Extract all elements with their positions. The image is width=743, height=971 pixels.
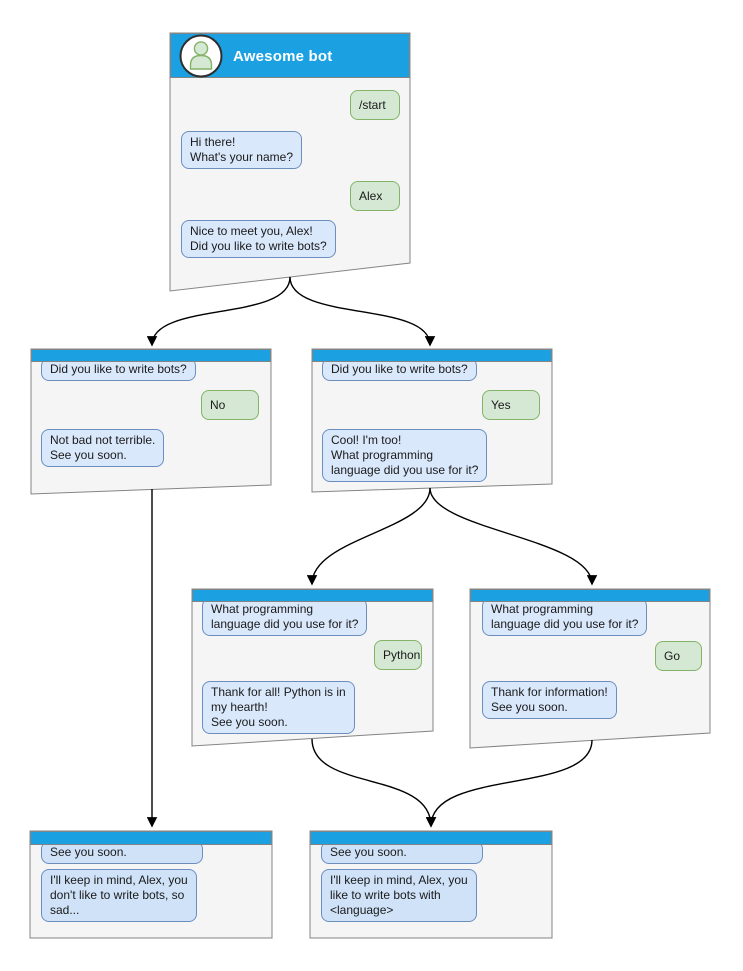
titlebar-start: Awesome bot [170, 33, 410, 78]
user-message-bubble: Go [655, 641, 702, 671]
bot-message-bubble: Nice to meet you, Alex! Did you like to … [181, 220, 336, 258]
bot-message-bubble: Did you like to write bots? [322, 358, 477, 381]
titlebar-branch-go [470, 589, 710, 602]
bot-message-bubble: See you soon. [41, 841, 203, 864]
user-message-bubble: Python [374, 640, 422, 670]
bot-avatar-icon [179, 34, 223, 78]
user-message-bubble: /start [350, 90, 400, 120]
titlebar-end-yes [310, 831, 552, 845]
bot-message-bubble: Not bad not terrible. See you soon. [41, 429, 165, 467]
connector-start-to-yes [289, 276, 436, 347]
titlebar-branch-python [192, 589, 433, 602]
titlebar-end-no [30, 831, 272, 845]
connector-python-to-end [311, 738, 437, 828]
user-message-bubble: No [201, 390, 259, 420]
connector-yes-to-go [429, 487, 598, 586]
connector-start-to-no [146, 276, 291, 347]
user-message-bubble: Alex [350, 181, 400, 211]
bot-message-bubble: Did you like to write bots? [41, 358, 196, 381]
bot-message-bubble: Hi there! What's your name? [181, 131, 303, 169]
window-title: Awesome bot [233, 48, 333, 65]
bot-message-bubble: What programming language did you use fo… [202, 598, 368, 636]
titlebar-branch-yes [312, 349, 552, 362]
connector-go-to-end [425, 739, 593, 828]
bot-message-bubble: I'll keep in mind, Alex, you like to wri… [321, 869, 477, 922]
bot-message-bubble: What programming language did you use fo… [482, 598, 648, 636]
bot-message-bubble: Cool! I'm too! What programming language… [322, 429, 488, 482]
bot-message-bubble: I'll keep in mind, Alex, you don't like … [41, 869, 197, 922]
titlebar-branch-no [31, 349, 271, 362]
user-message-bubble: Yes [482, 390, 540, 420]
connector-yes-to-python [306, 487, 431, 586]
bot-message-bubble: Thank for information! See you soon. [482, 681, 617, 719]
bot-message-bubble: Thank for all! Python is in my hearth! S… [202, 681, 355, 734]
